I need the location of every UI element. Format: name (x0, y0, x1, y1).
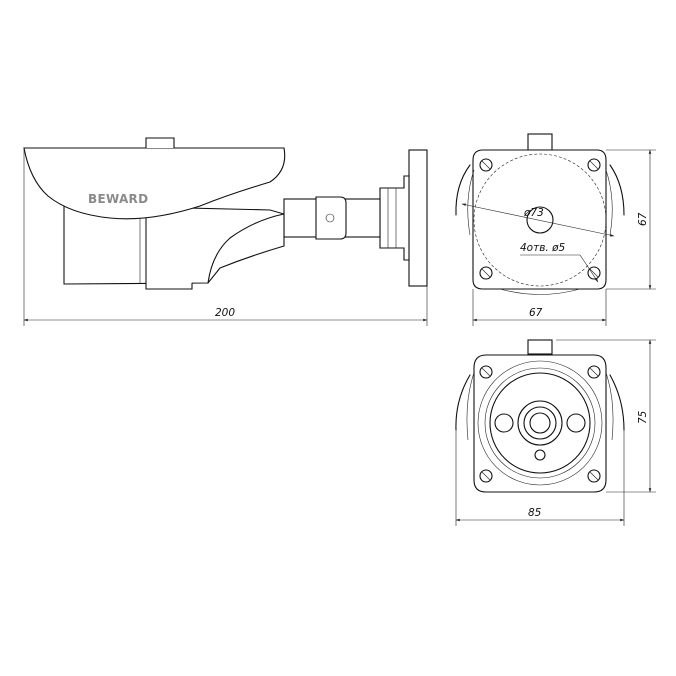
wall-plate (408, 149, 428, 287)
dimension-front: 85 75 (455, 339, 656, 526)
front-view (455, 339, 625, 493)
lens-inner (529, 412, 551, 434)
dim-label-holes: 4отв. ø5 (520, 242, 566, 254)
light-sensor (534, 449, 546, 461)
corner-screw (479, 469, 493, 483)
corner-screw (587, 365, 601, 379)
dim-label-circle: ø73 (523, 207, 544, 219)
bracket-joint (315, 196, 347, 240)
corner-screw (479, 266, 493, 280)
dimension-side-length: 200 (23, 148, 428, 326)
brand-logo: BEWARD (88, 192, 148, 206)
dim-label-front-height: 75 (637, 410, 649, 424)
dim-label-back-width: 67 (529, 307, 543, 319)
shield-tab (145, 137, 175, 148)
bracket-base (379, 175, 410, 261)
corner-screw (479, 158, 493, 172)
dimension-back: 67 67 (472, 149, 656, 326)
back-view: ø73 4отв. ø5 (455, 133, 625, 295)
camera-body (63, 204, 285, 285)
side-view: BEWARD (23, 137, 428, 290)
dim-label-back-height: 67 (637, 212, 649, 226)
cable-gland (527, 133, 553, 151)
corner-screw (479, 365, 493, 379)
front-tab (527, 339, 553, 355)
corner-screw (587, 469, 601, 483)
ir-led-right (566, 413, 586, 433)
sun-shield (23, 147, 286, 220)
dim-label-side-length: 200 (215, 307, 235, 319)
corner-screw (587, 266, 601, 280)
corner-screw (587, 158, 601, 172)
dim-label-front-width: 85 (528, 507, 542, 519)
ir-led-left (494, 413, 514, 433)
